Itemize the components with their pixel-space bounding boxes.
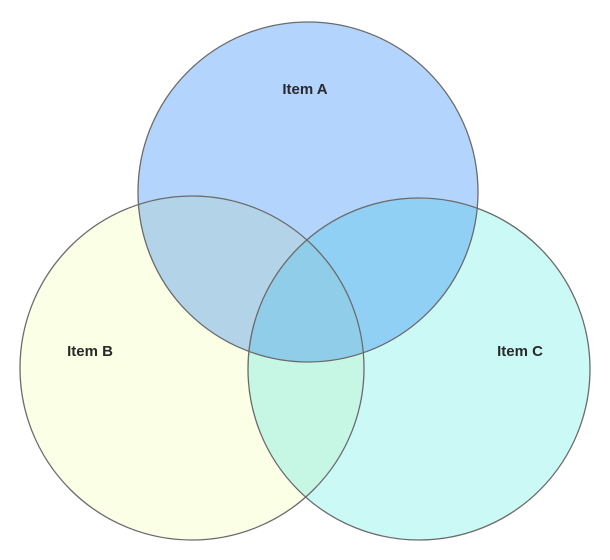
outline-b xyxy=(19,195,365,541)
label-item-a: Item A xyxy=(282,81,327,98)
outline-a xyxy=(137,21,479,363)
overlap-a-b-c xyxy=(248,198,364,362)
label-item-c: Item C xyxy=(497,343,543,360)
label-item-b: Item B xyxy=(67,343,113,360)
outline-c xyxy=(247,197,591,541)
